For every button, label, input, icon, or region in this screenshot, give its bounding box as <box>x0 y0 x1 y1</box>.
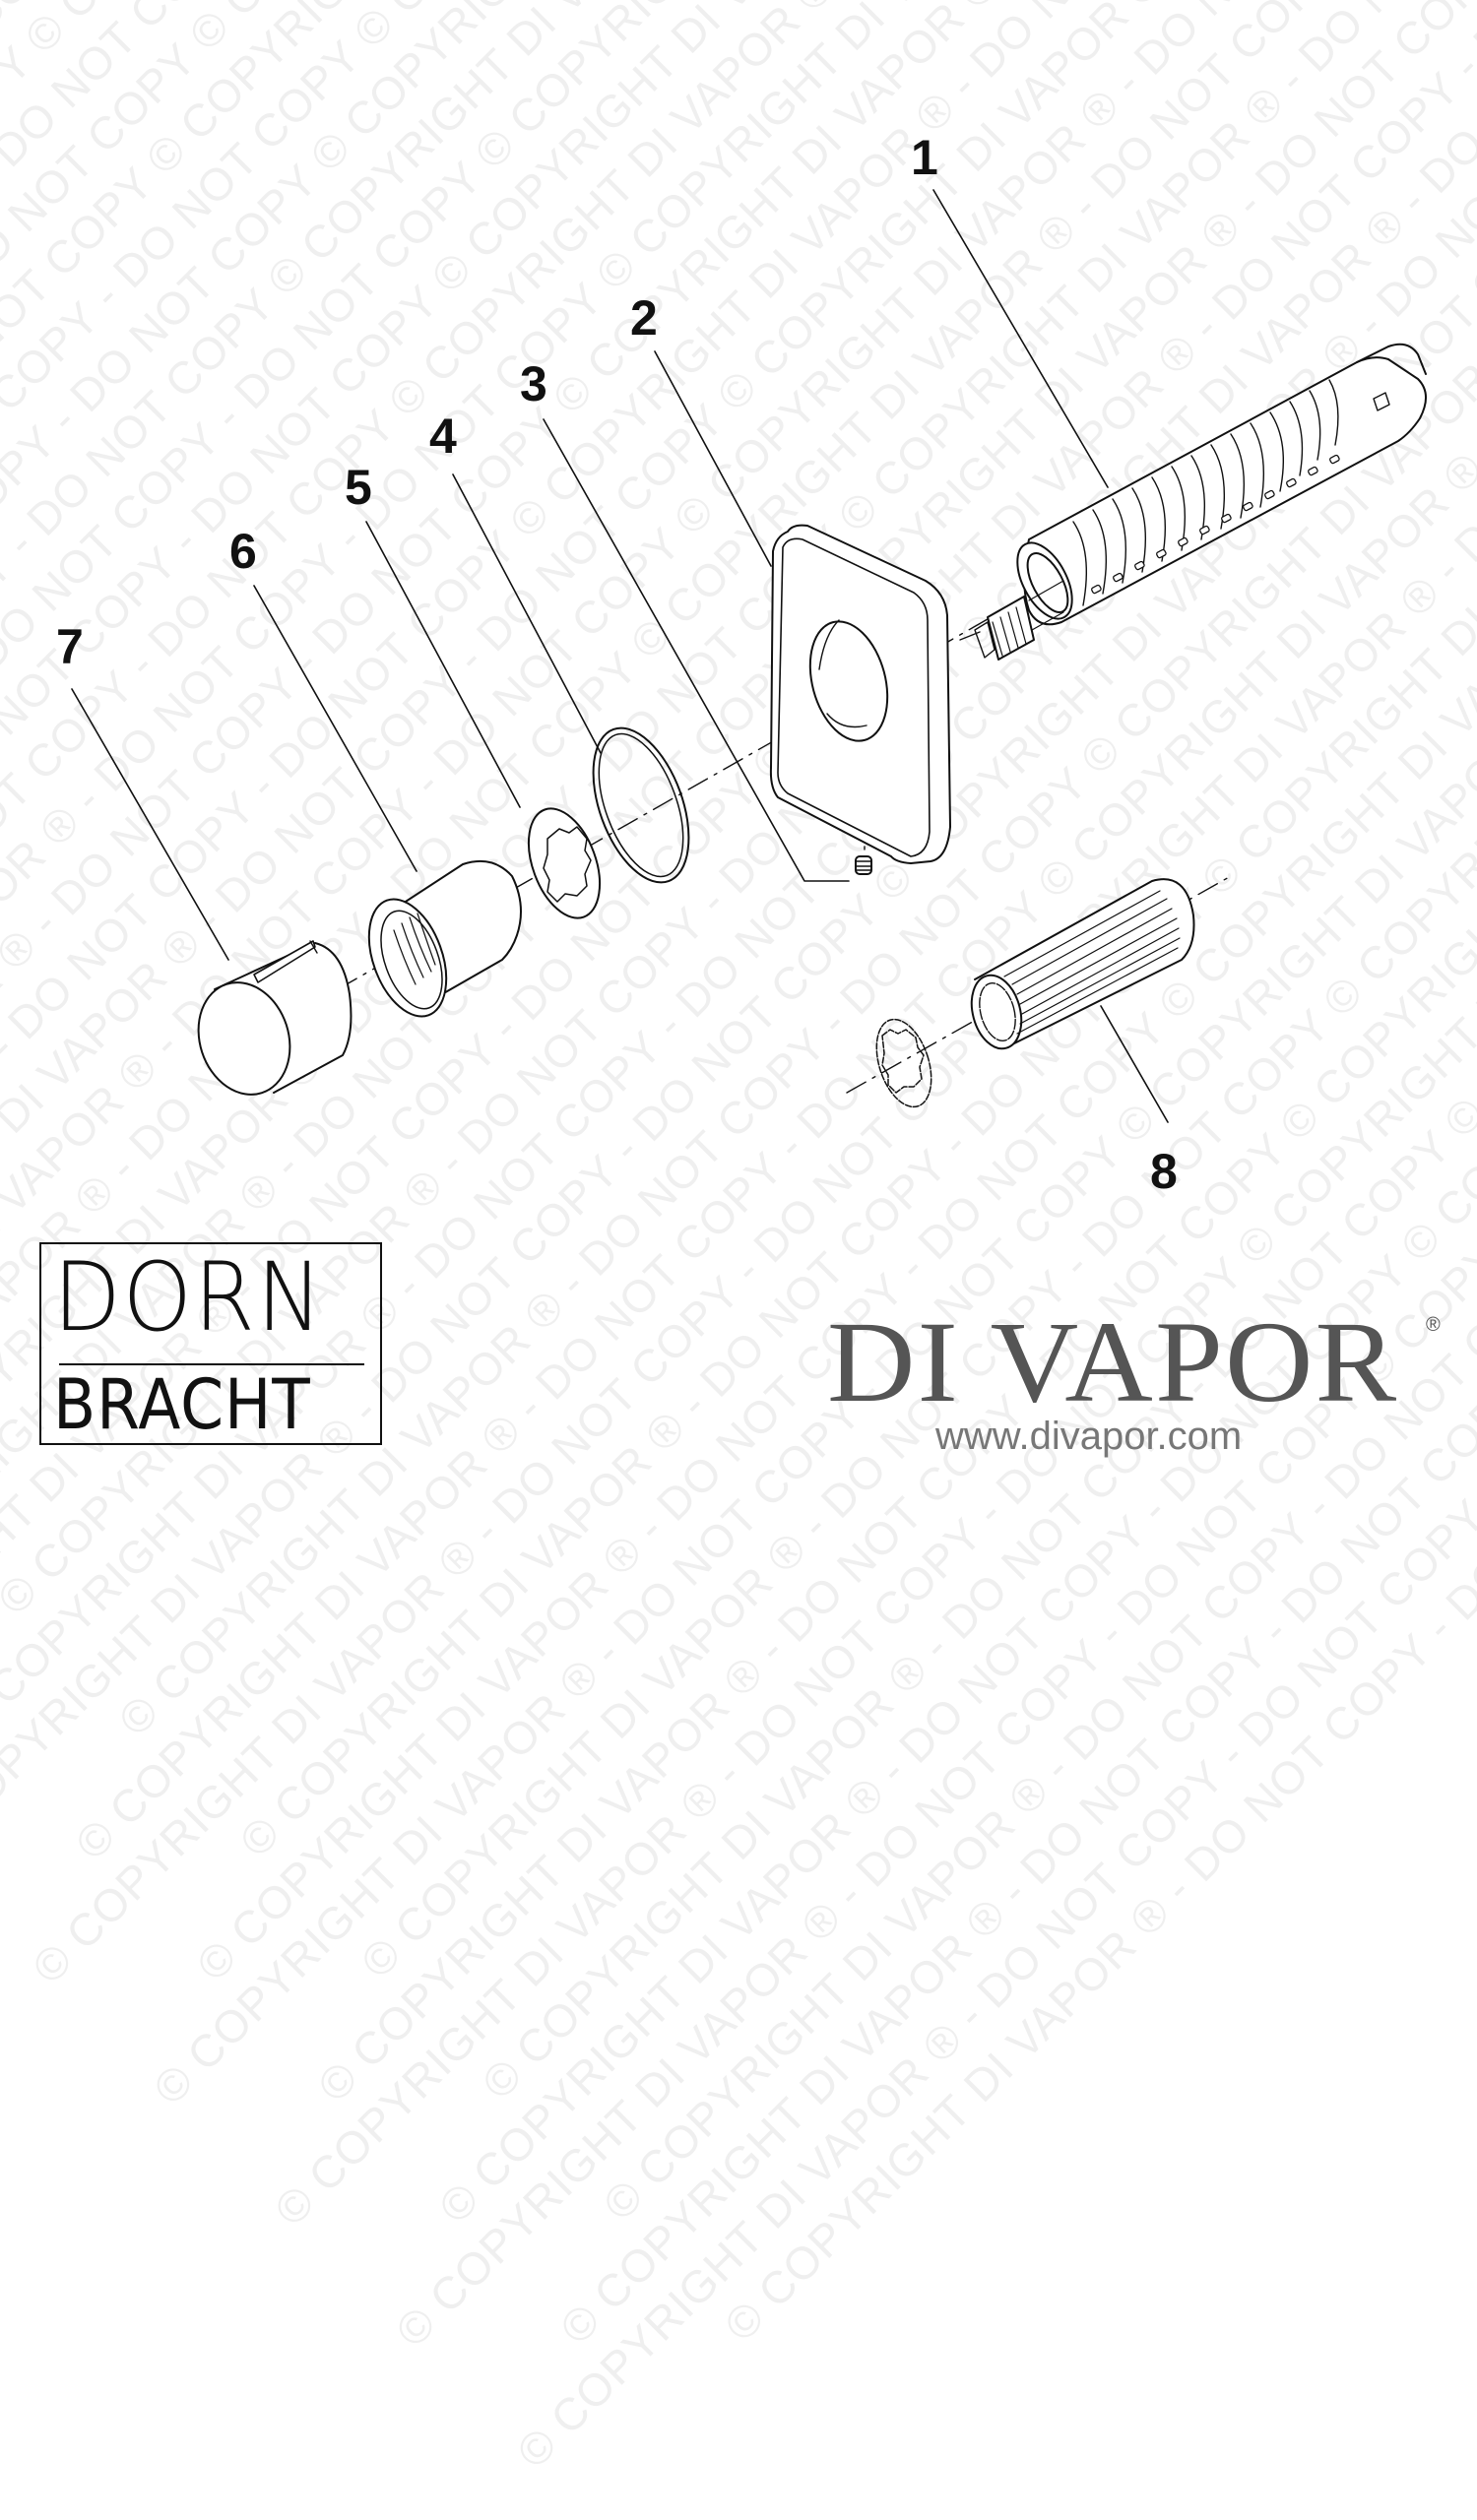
part-5-retaining-ring <box>527 807 602 919</box>
callout-6: 6 <box>229 524 257 579</box>
leader-line-6 <box>253 585 417 872</box>
leader-line-1 <box>932 189 1109 488</box>
callout-4: 4 <box>429 409 457 464</box>
dornbracht-logo-line1: DORN <box>53 1242 325 1353</box>
callout-8: 8 <box>1150 1144 1178 1199</box>
divapor-website-link[interactable]: www.divapor.com <box>935 1415 1243 1458</box>
callout-5: 5 <box>345 460 372 515</box>
leader-line-2 <box>654 350 772 567</box>
registered-mark-icon: ® <box>1426 1314 1441 1336</box>
dornbracht-logo-divider <box>59 1363 364 1365</box>
part-6-sleeve <box>367 860 522 1018</box>
part-8-splined-extension <box>970 878 1195 1050</box>
part-2-cover-plate <box>769 524 951 864</box>
part-3-grub-screw <box>855 855 872 875</box>
divapor-wordmark: DI VAPOR <box>827 1297 1399 1426</box>
part-1-cartridge <box>959 343 1427 661</box>
dornbracht-logo: DORN BRACHT <box>39 1242 382 1445</box>
exploded-parts-drawing <box>71 189 1427 1123</box>
part-4-o-ring <box>592 726 690 884</box>
callout-3: 3 <box>520 356 547 411</box>
part-7-handle-knob <box>197 940 353 1096</box>
callout-7: 7 <box>56 619 84 674</box>
divapor-logo: DI VAPOR ® www.divapor.com <box>827 1304 1467 1462</box>
leader-lines <box>71 189 1169 1123</box>
callout-1: 1 <box>911 130 938 185</box>
callout-2: 2 <box>630 290 658 346</box>
leader-line-5 <box>365 521 521 808</box>
leader-line-3 <box>543 418 850 882</box>
leader-line-4 <box>452 473 602 754</box>
leader-line-7 <box>71 688 229 961</box>
leader-line-8 <box>1100 1005 1169 1123</box>
dornbracht-logo-line2: BRACHT <box>53 1364 311 1445</box>
part-8-spline-ring <box>875 1018 932 1108</box>
